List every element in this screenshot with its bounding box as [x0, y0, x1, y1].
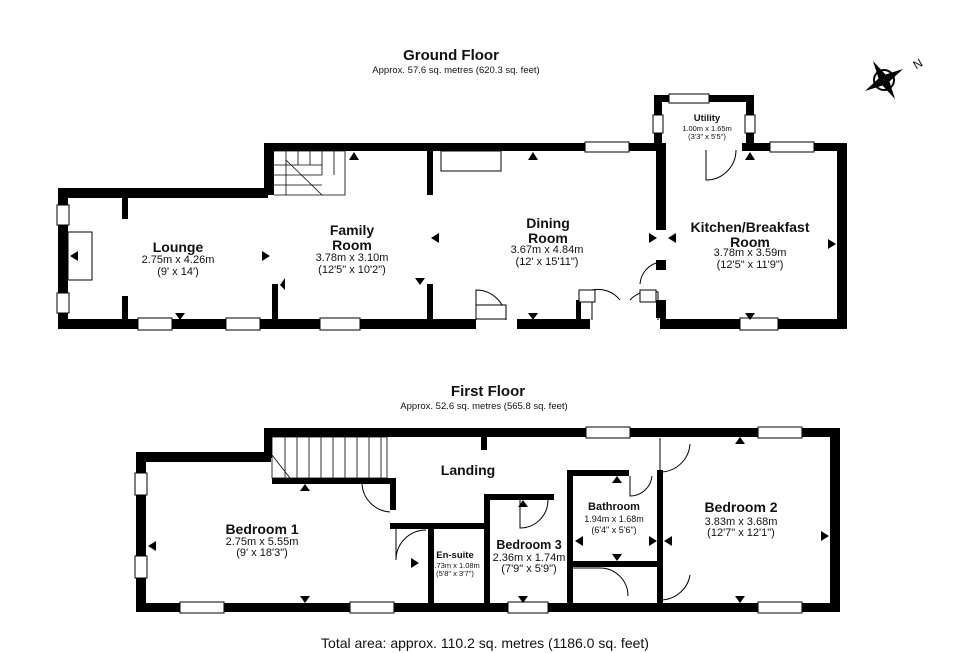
room-imperial: (6'4" x 5'6"): [591, 525, 637, 535]
landing-label: Landing: [440, 462, 496, 478]
first-floor-walls: [136, 428, 840, 612]
room-name: Kitchen/Breakfast Room: [690, 219, 810, 250]
first-floor-area: Approx. 52.6 sq. metres (565.8 sq. feet): [400, 401, 568, 412]
ground-floor-area: Approx. 57.6 sq. metres (620.3 sq. feet): [372, 65, 540, 76]
room-metric: 1.00m x 1.65m: [682, 124, 732, 133]
room-name: Dining Room: [526, 215, 570, 246]
room-name: Bathroom: [588, 501, 640, 513]
room-imperial: (12'5" x 11'9"): [716, 259, 784, 271]
room-name: Bedroom 3: [496, 538, 562, 552]
room-metric: 3.83m x 3.68m: [704, 516, 778, 528]
ground-stairs: [274, 150, 346, 196]
room-imperial: (12'5" x 10'2"): [318, 264, 386, 276]
room-name: Utility: [693, 113, 721, 124]
room-imperial: (7'9" x 5'9"): [501, 563, 557, 575]
room-metric: 3.78m x 3.10m: [315, 252, 389, 264]
room-metric: 1.94m x 1.68m: [584, 514, 644, 524]
compass-icon: [864, 60, 904, 100]
room-imperial: (12' x 15'11"): [515, 256, 579, 268]
room-metric: 2.75m x 4.26m: [141, 254, 215, 266]
first-stairs: [271, 436, 388, 479]
room-name: Lounge: [152, 239, 204, 255]
room-imperial: (12'7" x 12'1"): [707, 527, 775, 539]
first-floor-title: First Floor: [450, 383, 526, 400]
room-metric: 3.78m x 3.59m: [713, 247, 787, 259]
room-metric: 2.36m x 1.74m: [492, 552, 566, 564]
room-name: Bedroom 1: [225, 521, 299, 537]
dimension-arrows: [70, 152, 836, 603]
ground-floor-title: Ground Floor: [403, 47, 499, 64]
room-metric: 2.75m x 5.55m: [225, 536, 299, 548]
room-metric: 3.67m x 4.84m: [510, 244, 584, 256]
room-imperial: (5'8" x 3'7"): [436, 569, 474, 578]
room-metric: 1.73m x 1.08m: [430, 561, 480, 570]
room-imperial: (9' x 14'): [157, 266, 199, 278]
room-imperial: (9' x 18'3"): [236, 547, 288, 559]
room-name: Family Room: [329, 222, 375, 253]
room-name: Bedroom 2: [704, 499, 778, 515]
room-name: En-suite: [436, 550, 474, 561]
room-imperial: (3'3" x 5'5"): [688, 132, 726, 141]
total-area: Total area: approx. 110.2 sq. metres (11…: [321, 635, 649, 651]
